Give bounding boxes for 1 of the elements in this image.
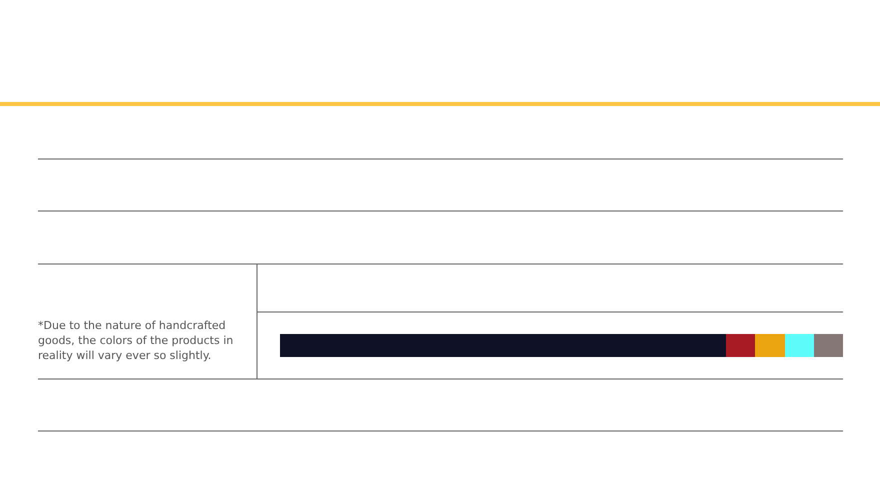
footnote: *Due to the nature of handcrafted goods, the colors of the products in reality will vary ever so slightly. [38, 318, 234, 363]
